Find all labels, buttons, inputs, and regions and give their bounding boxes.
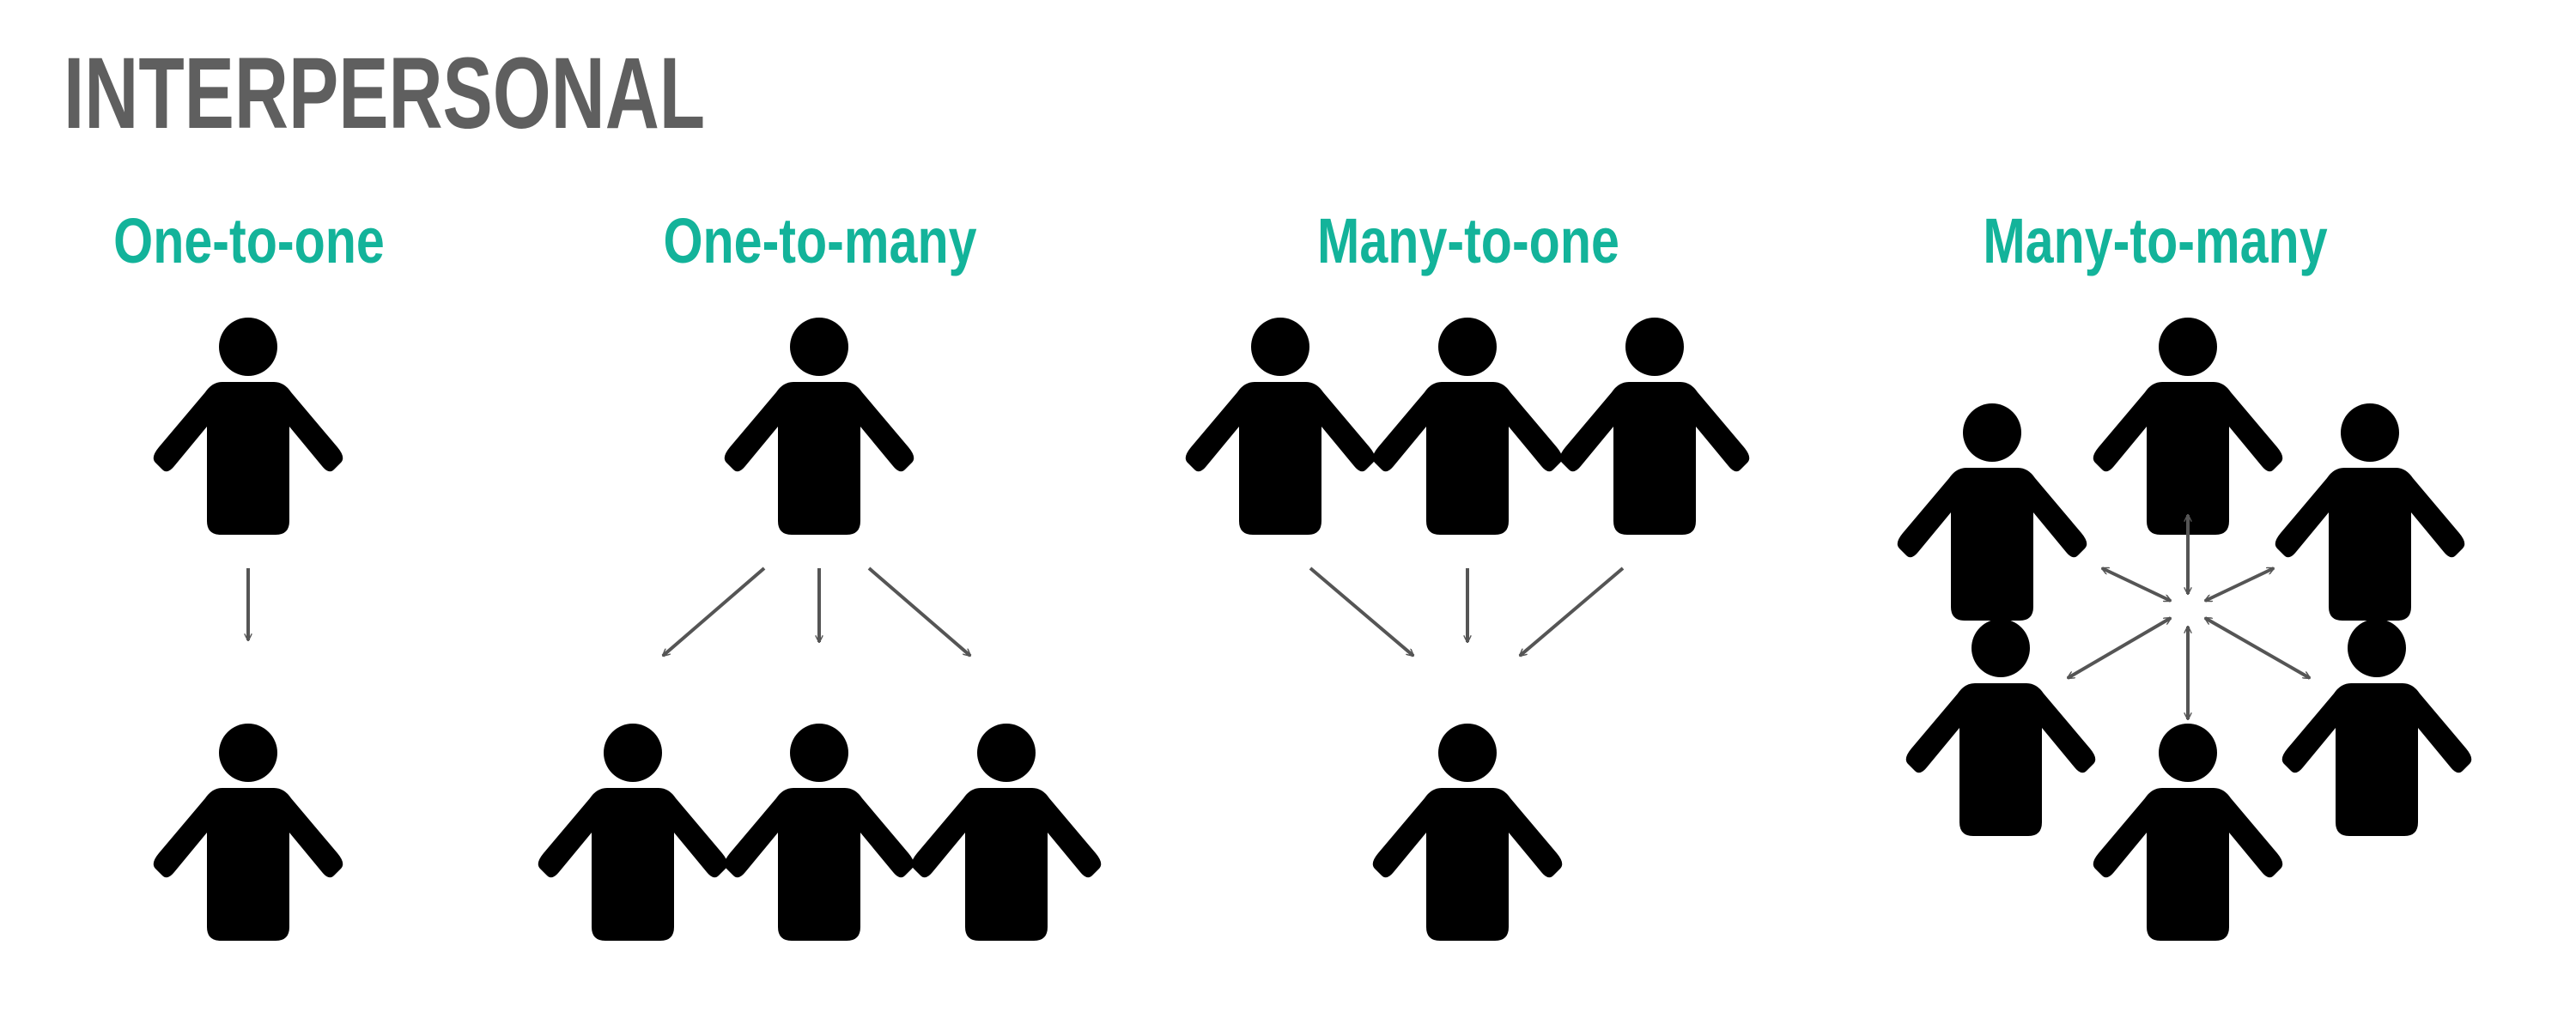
panel-heading-many-to-many: Many-to-many [1983, 205, 2328, 276]
panel-heading-one-to-one: One-to-one [113, 205, 385, 276]
person-icon [153, 724, 343, 941]
arrow-icon [1520, 566, 1625, 656]
person-icon [2275, 403, 2465, 621]
panel-one-to-many [538, 318, 1102, 941]
arrow-icon [2102, 566, 2171, 603]
person-icon [1905, 619, 2096, 836]
panel-one-to-one [153, 318, 343, 941]
arrow-icon [2205, 616, 2310, 680]
arrow-icon [2205, 566, 2274, 603]
panel-heading-many-to-one: Many-to-one [1317, 205, 1619, 276]
arrow-icon [2068, 616, 2171, 680]
person-icon [911, 724, 1102, 941]
person-icon [1185, 318, 1376, 535]
person-icon [724, 724, 914, 941]
person-icon [2281, 619, 2472, 836]
page-title: INTERPERSONAL [64, 37, 706, 150]
arrow-icon [867, 566, 970, 656]
person-icon [1897, 403, 2087, 621]
person-icon [2093, 318, 2283, 535]
arrow-icon [663, 566, 766, 656]
panel-heading-one-to-many: One-to-many [663, 205, 977, 276]
person-icon [1372, 724, 1563, 941]
person-icon [538, 724, 728, 941]
arrow-icon [1309, 566, 1413, 656]
person-icon [724, 318, 914, 535]
panel-many-to-one [1185, 318, 1750, 941]
person-icon [2093, 724, 2283, 941]
panel-many-to-many [1897, 318, 2472, 941]
person-icon [153, 318, 343, 535]
person-icon [1372, 318, 1563, 535]
person-icon [1559, 318, 1750, 535]
